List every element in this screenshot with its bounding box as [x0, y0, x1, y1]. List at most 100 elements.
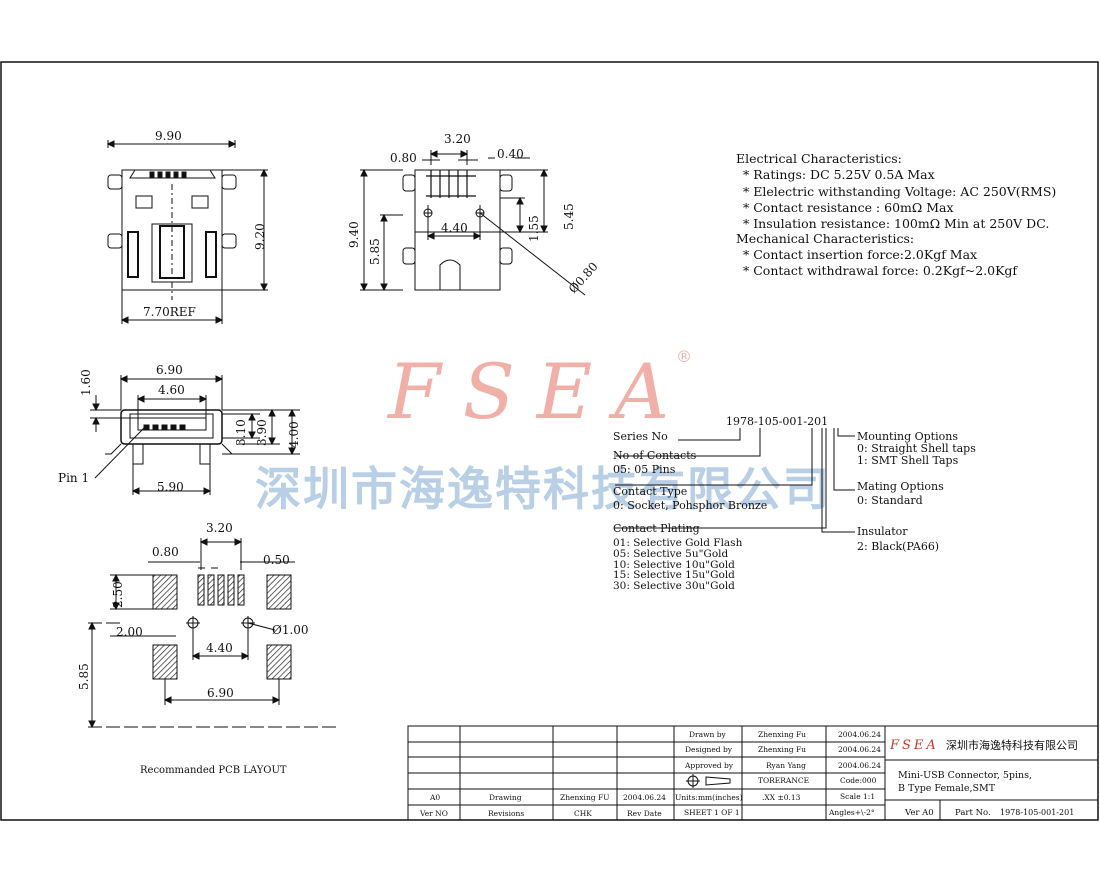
front-view [90, 375, 300, 495]
title-block-logo: FSEA [889, 738, 939, 753]
legend-mounting-val: 0: Straight Shell taps [857, 442, 976, 455]
pcb-d6: Ø1.00 [272, 623, 309, 637]
electrical-line: * Insulation resistance: 100mΩ Min at 25… [743, 216, 1049, 231]
legend-plating-val: 01: Selective Gold Flash [613, 537, 743, 549]
side-view-d8: 5.45 [562, 203, 576, 230]
specifications: Electrical Characteristics: * Ratings: D… [736, 151, 1056, 278]
rev-by: Zhenxing FU [560, 793, 609, 802]
mechanical-line: * Contact insertion force:2.0Kgf Max [743, 247, 977, 262]
side-view-d5: 5.85 [368, 238, 382, 265]
title-block-text: Drawn by Zhenxing Fu 2004.06.24 Designed… [419, 730, 1078, 818]
title-ver: Ver A0 [904, 808, 934, 818]
rev-ver: A0 [429, 793, 440, 802]
legend-mating-val: 0: Standard [857, 494, 923, 507]
part-no: 1978-105-001-201 [1000, 808, 1074, 817]
legend-plating-val: 15: Selective 15u"Gold [613, 569, 735, 581]
designed-date: 2004.06.24 [838, 745, 881, 754]
watermark-logo: FSEA [386, 347, 691, 436]
side-view-d1: 3.20 [444, 132, 471, 146]
watermark: FSEA ® 深圳市海逸特科技有限公司 [255, 347, 831, 516]
side-view-d3: 0.40 [497, 147, 524, 161]
pcb-d1: 3.20 [206, 521, 233, 535]
rev-desc: Drawing [489, 793, 522, 802]
pcb-caption: Recommanded PCB LAYOUT [140, 765, 287, 776]
designed-label: Designed by [685, 745, 733, 754]
mechanical-title: Mechanical Characteristics: [736, 231, 914, 246]
legend-insulator-val: 2: Black(PA66) [857, 540, 939, 553]
pcb-d2: 0.80 [152, 545, 179, 559]
top-view-ref: 7.70REF [143, 305, 196, 319]
pcb-d3: 0.50 [263, 553, 290, 567]
watermark-registered: ® [676, 347, 692, 366]
header-revisions: Revisions [488, 809, 524, 818]
front-view-bottom: 5.90 [157, 480, 184, 494]
legend-contacts-val: 05: 05 Pins [613, 463, 676, 476]
title-line-1: Mini-USB Connector, 5pins, [898, 770, 1032, 781]
angles: Angles+\-2° [828, 808, 875, 817]
pcb-d5: 2.00 [116, 625, 143, 639]
pcb-d4: 2.50 [111, 581, 125, 608]
side-view-d7: 1.55 [527, 215, 541, 242]
rev-date: 2004.06.24 [623, 793, 666, 802]
pcb-layout [88, 538, 340, 729]
approved-date: 2004.06.24 [838, 761, 881, 770]
drawn-date: 2004.06.24 [838, 730, 881, 739]
side-view-d4: 9.40 [347, 221, 361, 248]
units: Units:mm(inches) [675, 793, 743, 802]
legend-plating-val: 30: Selective 30u"Gold [613, 580, 735, 592]
tolerance-label: TORERANCE [758, 776, 809, 785]
title-line-2: B Type Female,SMT [898, 783, 996, 794]
sheet: SHEET 1 OF 1 [684, 808, 740, 817]
drawn-name: Zhenxing Fu [758, 730, 806, 739]
legend-contacts: No of Contacts [613, 449, 697, 462]
scale: Scale 1:1 [840, 792, 875, 801]
front-view-w1: 6.90 [156, 363, 183, 377]
header-rev-date: Rev Date [627, 809, 662, 818]
legend-insulator: Insulator [857, 525, 908, 538]
legend-plating-val: 10: Selective 10u"Gold [613, 559, 735, 571]
electrical-line: * Ratings: DC 5.25V 0.5A Max [743, 167, 935, 182]
front-view-h1: 1.60 [79, 369, 93, 396]
legend-plating-val: 05: Selective 5u"Gold [613, 548, 728, 560]
approved-label: Approved by [684, 761, 734, 770]
legend-mounting: Mounting Options [857, 430, 958, 443]
top-view-height: 9.20 [253, 223, 267, 250]
tolerance-value: .XX ±0.13 [762, 793, 801, 802]
part-number-code: 1978-105-001-201 [726, 415, 828, 428]
pcb-d8: 5.85 [77, 663, 91, 690]
approved-name: Ryan Yang [766, 761, 806, 770]
designed-name: Zhenxing Fu [758, 745, 806, 754]
header-ver: Ver NO [419, 809, 448, 818]
electrical-line: * Elelectric withstanding Voltage: AC 25… [743, 184, 1056, 199]
top-view-width: 9.90 [155, 129, 182, 143]
drawn-label: Drawn by [689, 730, 727, 739]
front-view-w2: 4.60 [158, 383, 185, 397]
sheet-border [0, 61, 1099, 821]
legend-type: Contact Type [613, 485, 687, 498]
title-block-company: 深圳市海逸特科技有限公司 [946, 738, 1078, 752]
watermark-company: 深圳市海逸特科技有限公司 [255, 462, 831, 516]
code: Code:000 [840, 776, 877, 785]
electrical-line: * Contact resistance : 60mΩ Max [743, 200, 954, 215]
legend-series: Series No [613, 430, 668, 443]
part-no-label: Part No. [955, 808, 991, 818]
title-block [407, 725, 1099, 821]
top-view [106, 140, 268, 324]
front-view-h3: 3.90 [255, 419, 269, 446]
side-view-d2: 0.80 [390, 151, 417, 165]
pcb-d7: 4.40 [206, 641, 233, 655]
legend-mating: Mating Options [857, 480, 944, 493]
electrical-title: Electrical Characteristics: [736, 151, 902, 166]
part-number-legend: 1978-105-001-201 Series No No of Contact… [613, 415, 976, 592]
side-view-d6: 4.40 [441, 221, 468, 235]
legend-mounting-val: 1: SMT Shell Taps [857, 454, 959, 467]
pcb-d9: 6.90 [207, 686, 234, 700]
side-view [360, 150, 586, 296]
pin-1-label: Pin 1 [58, 471, 89, 485]
front-view-h2: 3.10 [234, 419, 248, 446]
legend-type-val: 0: Socket, Pohsphor Bronze [613, 499, 767, 512]
mechanical-line: * Contact withdrawal force: 0.2Kgf~2.0Kg… [743, 263, 1018, 278]
header-chk: CHK [574, 809, 592, 818]
front-view-h4: 4.00 [287, 421, 301, 448]
